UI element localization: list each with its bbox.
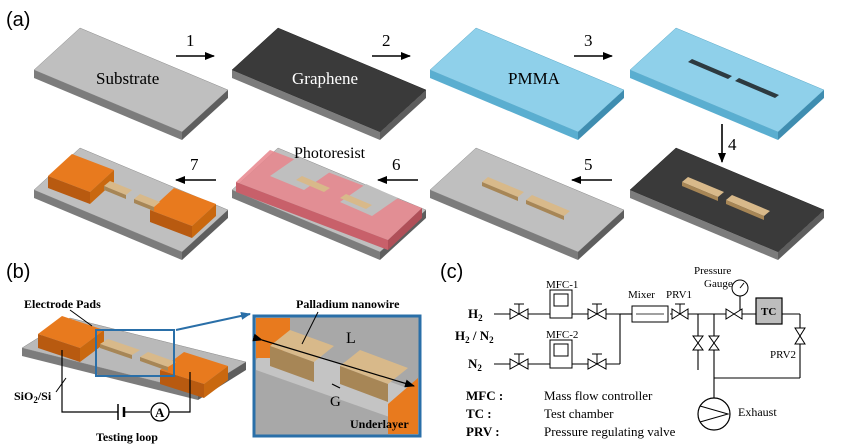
legend-abbr-2: PRV : [466, 424, 500, 439]
panel-a-label: (a) [6, 9, 30, 31]
step-4: 4 [728, 135, 737, 154]
label-substrate: Substrate [96, 69, 159, 88]
valve-prv2 [794, 327, 806, 345]
label-underlayer: Underlayer [350, 417, 409, 431]
label-sio2-si: SiO2/Si [14, 389, 52, 405]
slab-graphene: Graphene [231, 27, 427, 140]
ammeter-label: A [155, 405, 165, 420]
legend: MFC : Mass flow controller TC : Test cha… [466, 388, 676, 439]
step-2: 2 [382, 31, 391, 50]
panel-c: (c) H2 H2 / N2 N2 [440, 261, 806, 439]
panel-b: (b) Electrode Pads SiO2/Si A Testing loo [6, 261, 422, 444]
zoom-inset: L G [252, 314, 422, 438]
legend-abbr-0: MFC : [466, 388, 503, 403]
slab-pmma-patterned [629, 27, 825, 140]
gas-h2: H2 [468, 306, 483, 323]
slab-substrate-nanowire [429, 147, 625, 260]
label-pmma: PMMA [508, 69, 561, 88]
zoom-box [95, 329, 175, 377]
legend-abbr-1: TC : [466, 406, 492, 421]
label-length: L [346, 330, 356, 347]
test-chamber-label: TC [761, 306, 776, 318]
step-3: 3 [584, 31, 593, 50]
label-graphene: Graphene [292, 69, 358, 88]
prv2-label: PRV2 [770, 349, 796, 361]
panel-c-label: (c) [440, 261, 463, 283]
testing-loop-wire-left [61, 350, 118, 413]
gas-h2-n2: H2 / N2 [455, 328, 494, 345]
step-5: 5 [584, 155, 593, 174]
label-gap: G [330, 394, 341, 410]
label-testing-loop: Testing loop [96, 430, 158, 444]
exhaust-pump-icon [697, 397, 731, 431]
panel-a: (a) Substrate Graphene PMMA [6, 9, 825, 260]
test-chamber-box [755, 297, 783, 325]
label-electrode-pads: Electrode Pads [24, 297, 101, 311]
legend-desc-1: Test chamber [544, 406, 614, 421]
label-photoresist: Photoresist [294, 145, 366, 162]
step-7: 7 [190, 155, 199, 174]
pressure-gauge-label-2: Gauge [704, 278, 733, 290]
testing-loop-wire-right [169, 372, 191, 413]
slab-pmma: PMMA [429, 27, 625, 140]
gas-n2: N2 [468, 356, 482, 373]
valve-bypass-1 [692, 335, 704, 351]
zoom-arrow [175, 311, 251, 331]
step-1: 1 [186, 31, 195, 50]
legend-desc-2: Pressure regulating valve [544, 424, 676, 439]
valve-bypass-2 [708, 335, 720, 351]
pressure-gauge-label-1: Pressure [694, 265, 731, 277]
exhaust-label: Exhaust [738, 405, 777, 419]
slab-substrate: Substrate [33, 27, 229, 140]
slab-electrodes [33, 147, 229, 260]
slab-graphene-nanowire [629, 147, 825, 260]
legend-desc-0: Mass flow controller [544, 388, 653, 403]
valve-gauge [725, 308, 743, 320]
mfc1-label: MFC-1 [546, 279, 578, 291]
slab-photoresist: Photoresist [231, 145, 427, 260]
mfc2-label: MFC-2 [546, 329, 578, 341]
step-6: 6 [392, 155, 401, 174]
step-arrows: 1 2 3 4 5 6 7 [175, 31, 737, 184]
label-palladium-nanowire: Palladium nanowire [296, 297, 400, 311]
panel-b-label: (b) [6, 261, 30, 283]
valves [509, 308, 806, 370]
valve-stems [514, 303, 685, 364]
mixer-label: Mixer [628, 289, 655, 301]
prv1-label: PRV1 [666, 289, 692, 301]
